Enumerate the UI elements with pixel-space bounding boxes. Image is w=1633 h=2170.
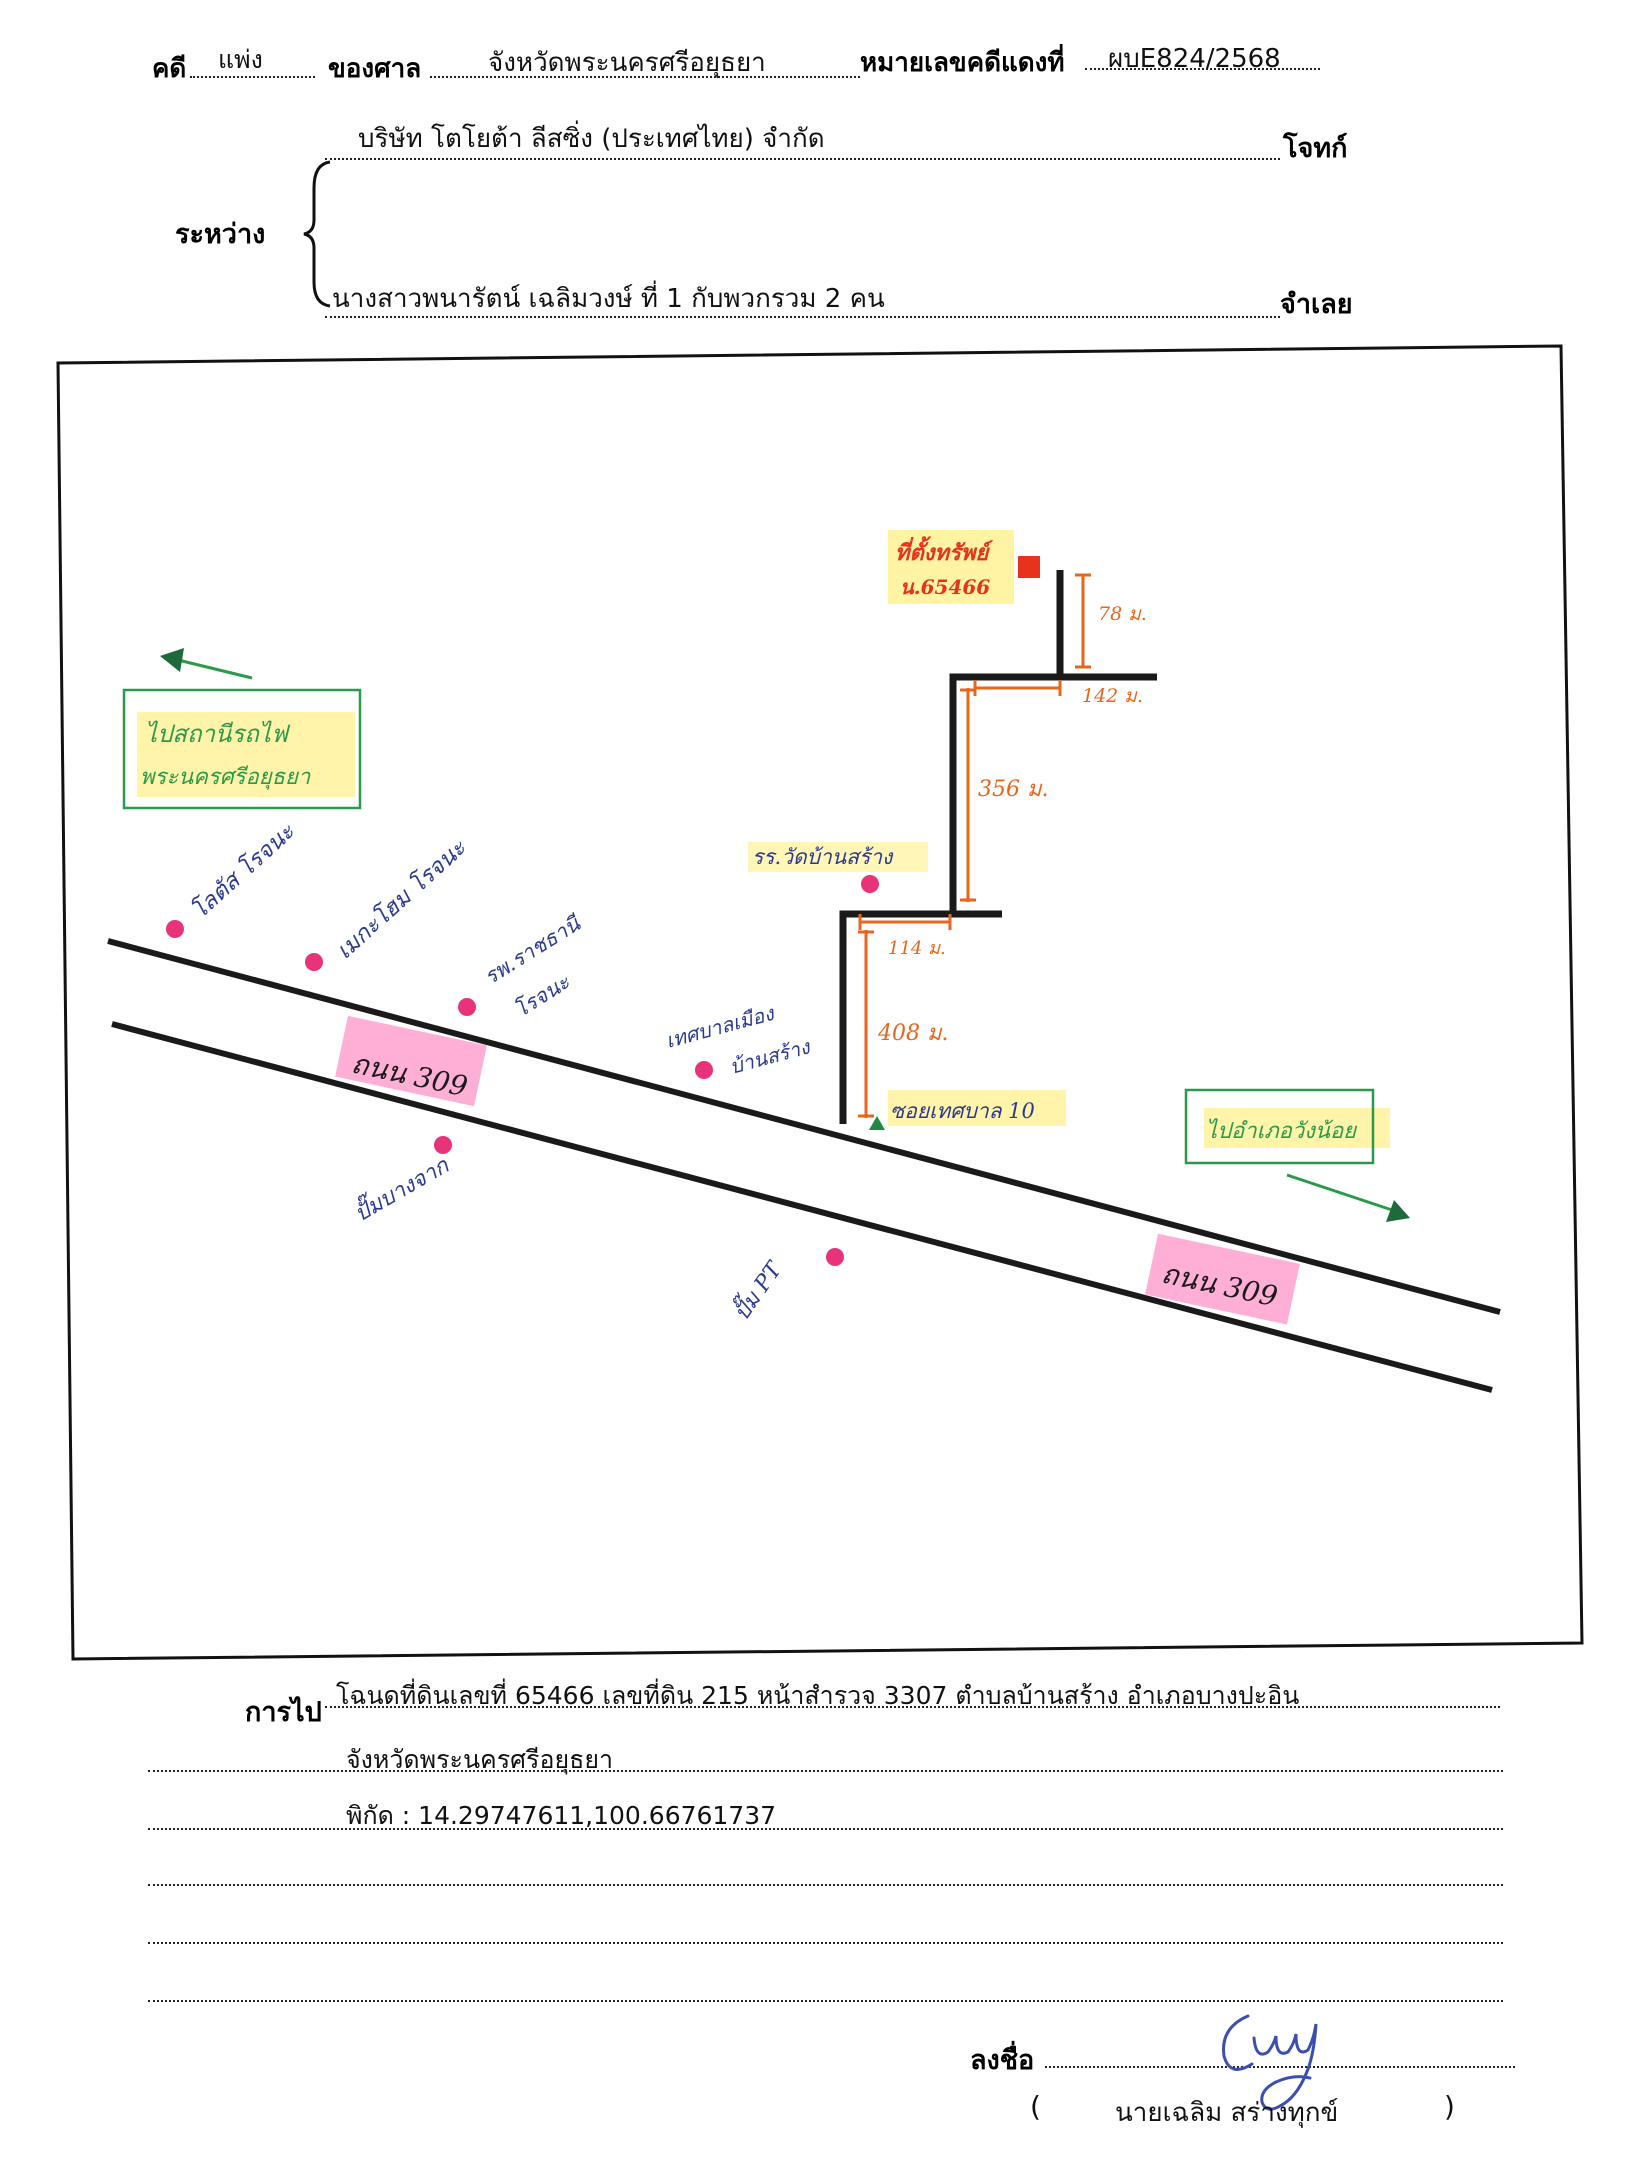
- soi-start-triangle-icon: [869, 1116, 885, 1130]
- to-station-label-1: ไปสถานีรถไฟ: [145, 720, 291, 748]
- pt-dot: [826, 1248, 844, 1266]
- arrow-left-icon: [160, 648, 184, 672]
- road-line-north: [107, 938, 1501, 1315]
- open-paren: (: [1030, 2090, 1041, 2123]
- to-wangnoi-box: [1184, 1088, 1375, 1165]
- directions-rule-3: [148, 1828, 1503, 1830]
- distance-142: 142 ม.: [1082, 685, 1143, 707]
- distance-78: 78 ม.: [1098, 603, 1147, 625]
- directions-rule-6: [148, 2000, 1503, 2002]
- soi-label: ซอยเทศบาล 10: [890, 1099, 1035, 1123]
- megahome-dot: [305, 953, 323, 971]
- rajathani-dot: [458, 998, 476, 1016]
- plaintiff-name: บริษัท โตโยต้า ลีสซิ่ง (ประเทศไทย) จำกัด: [358, 124, 825, 154]
- directions-rule-1: [325, 1706, 1500, 1708]
- directions-rule-4: [148, 1884, 1503, 1886]
- lotus-dot: [166, 920, 184, 938]
- directions-rule-5: [148, 1942, 1503, 1944]
- arrow-to-wangnoi-line: [1286, 1173, 1393, 1212]
- rajathani-label-2: โรจนะ: [510, 969, 575, 1022]
- pt-label: ปั๊ม PT: [725, 1253, 788, 1325]
- directions-line-2: จังหวัดพระนครศรีอยุธยา: [346, 1745, 614, 1774]
- directions-line-1: โฉนดที่ดินเลขที่ 65466 เลขที่ดิน 215 หน้…: [336, 1681, 1300, 1710]
- distance-356: 356 ม.: [978, 777, 1048, 802]
- soi-highlight: [888, 1090, 1066, 1126]
- school-dot: [861, 875, 879, 893]
- municipality-dot: [695, 1061, 713, 1079]
- directions-rule-2: [148, 1770, 1503, 1772]
- road-right-highlight: [1145, 1233, 1300, 1325]
- case-type: แพ่ง: [218, 45, 263, 74]
- case-label: คดี: [152, 54, 187, 84]
- signature-image: [1222, 2014, 1318, 2111]
- plaintiff-line: [325, 158, 1280, 160]
- sign-line: [1045, 2066, 1515, 2068]
- arrow-right-icon: [1386, 1200, 1410, 1222]
- distance-408: 408 ม.: [877, 1021, 948, 1046]
- school-highlight: [748, 842, 928, 872]
- distance-114: 114 ม.: [888, 938, 946, 959]
- property-marker-icon: [1018, 556, 1040, 578]
- municipality-label-2: บ้านสร้าง: [727, 1034, 813, 1079]
- to-station-label-2: พระนครศรีอยุธยา: [140, 765, 311, 790]
- case-type-line: [190, 76, 315, 78]
- megahome-label: เมกะโฮม โรจนะ: [331, 834, 472, 965]
- brace-icon: [303, 160, 331, 308]
- station-highlight: [137, 712, 355, 797]
- red-case-line: [1085, 68, 1320, 70]
- coordinates-line: พิกัด : 14.29747611,100.66761737: [346, 1801, 777, 1830]
- directions-label: การไป: [245, 1697, 322, 1728]
- property-highlight: [888, 530, 1014, 604]
- signer-name: นายเฉลิม สร่างทุกข์: [1115, 2098, 1339, 2128]
- lotus-label: โลตัส โรจนะ: [186, 818, 300, 925]
- court-name-line: [430, 76, 860, 78]
- property-label-1: ที่ตั้งทรัพย์: [895, 536, 993, 566]
- wangnoi-highlight: [1204, 1108, 1390, 1148]
- between-label: ระหว่าง: [175, 219, 266, 250]
- arrow-to-station-line: [177, 658, 253, 680]
- red-case-label: หมายเลขคดีแดงที่: [860, 48, 1065, 78]
- plaintiff-label: โจทก์: [1283, 133, 1348, 164]
- bangchak-dot: [434, 1136, 452, 1154]
- route-segment-2: [949, 673, 1157, 914]
- court-label: ของศาล: [328, 54, 422, 84]
- road-left-highlight: [335, 1015, 487, 1107]
- map-frame: [56, 344, 1584, 1661]
- close-paren: ): [1444, 2090, 1455, 2123]
- defendant-label: จำเลย: [1280, 289, 1353, 320]
- defendant-name: นางสาวพนารัตน์ เฉลิมวงษ์ ที่ 1 กับพวกรวม…: [332, 284, 885, 314]
- property-label-2: น.65466: [900, 575, 990, 599]
- court-name: จังหวัดพระนครศรีอยุธยา: [488, 48, 766, 78]
- defendant-line: [325, 316, 1280, 318]
- to-wangnoi-label: ไปอำเภอวังน้อย: [1206, 1118, 1358, 1144]
- road-line-south: [111, 1021, 1493, 1393]
- rajathani-label-1: รพ.ราชธานี: [480, 911, 586, 990]
- bangchak-label: ปั๊มบางจาก: [348, 1148, 455, 1227]
- sign-label: ลงชื่อ: [970, 2045, 1035, 2076]
- municipality-label-1: เทศบาลเมือง: [663, 1001, 777, 1053]
- to-station-box: [122, 688, 362, 810]
- school-label: รร.วัดบ้านสร้าง: [752, 845, 894, 869]
